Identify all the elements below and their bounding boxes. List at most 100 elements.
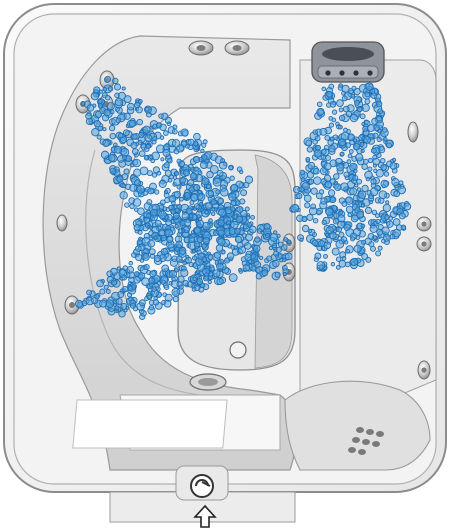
bubble-upper-left-jets: [103, 140, 110, 147]
bubble-waterfall-curtain: [335, 184, 342, 191]
bubble-upper-left-jets: [244, 182, 249, 187]
bubble-lounge-center-jets: [265, 234, 269, 238]
bubble-upper-left-jets: [152, 173, 156, 177]
bubble-waterfall-curtain: [377, 137, 381, 141]
bubble-waterfall-curtain: [360, 142, 364, 146]
bubble-upper-left-jets: [146, 144, 150, 148]
bubble-lounge-center-jets: [278, 242, 283, 247]
bubble-waterfall-curtain: [328, 190, 334, 196]
bubble-waterfall-curtain: [325, 135, 330, 140]
bubble-waterfall-curtain: [358, 107, 362, 111]
bubble-lounge-center-jets: [247, 223, 251, 227]
bubble-lounge-center-jets: [121, 303, 127, 309]
bubble-upper-left-jets: [122, 87, 125, 90]
bubble-lounge-center-jets: [217, 278, 223, 284]
bubble-lounge-center-jets: [239, 270, 243, 274]
bubble-upper-left-jets: [110, 133, 116, 139]
bubble-lounge-center-jets: [218, 209, 225, 216]
bubble-upper-left-jets: [159, 114, 164, 119]
bubble-waterfall-curtain: [365, 207, 371, 213]
bubble-upper-left-jets: [108, 87, 113, 92]
bubble-waterfall-curtain: [387, 221, 393, 227]
bubble-lounge-center-jets: [274, 251, 279, 256]
bubble-upper-left-jets: [194, 167, 198, 171]
bubble-waterfall-curtain: [302, 183, 309, 190]
bubble-lounge-center-jets: [95, 295, 99, 299]
bubble-waterfall-curtain: [379, 198, 384, 203]
bubble-lounge-center-jets: [210, 267, 214, 271]
bubble-waterfall-curtain: [381, 165, 387, 171]
bubble-lounge-center-jets: [231, 245, 235, 249]
bubble-lounge-center-jets: [106, 289, 110, 293]
bubble-upper-left-jets: [153, 167, 159, 173]
bubble-upper-left-jets: [164, 144, 170, 150]
bubble-waterfall-curtain: [339, 211, 342, 214]
bubble-lounge-center-jets: [197, 279, 203, 285]
bubble-lounge-center-jets: [178, 229, 182, 233]
bubble-upper-left-jets: [130, 184, 137, 191]
bubble-lounge-center-jets: [283, 272, 286, 275]
bubble-lounge-center-jets: [229, 274, 237, 282]
bubble-upper-left-jets: [173, 176, 177, 180]
bubble-waterfall-curtain: [301, 178, 305, 182]
bubble-waterfall-curtain: [332, 248, 339, 255]
bubble-waterfall-curtain: [313, 218, 318, 223]
bubble-waterfall-curtain: [357, 211, 364, 218]
bubble-upper-left-jets: [87, 105, 94, 112]
bubble-upper-left-jets: [98, 126, 103, 131]
bubble-upper-left-jets: [211, 212, 215, 216]
bubble-lounge-center-jets: [159, 211, 167, 219]
bubble-lounge-center-jets: [159, 230, 165, 236]
bubble-upper-left-jets: [177, 185, 181, 189]
bubble-upper-left-jets: [160, 200, 165, 205]
bubble-waterfall-curtain: [364, 136, 371, 143]
bubble-waterfall-curtain: [317, 109, 324, 116]
bubble-waterfall-curtain: [332, 110, 336, 114]
bubble-upper-left-jets: [118, 133, 123, 138]
bubble-upper-left-jets: [113, 78, 118, 83]
bubble-waterfall-curtain: [315, 136, 320, 141]
bubble-lounge-center-jets: [284, 238, 288, 242]
bubble-upper-left-jets: [179, 197, 183, 201]
bubble-lounge-center-jets: [164, 285, 169, 290]
bubble-lounge-center-jets: [155, 220, 161, 226]
bubble-lounge-center-jets: [163, 207, 167, 211]
bubble-lounge-center-jets: [135, 246, 141, 252]
bubble-upper-left-jets: [172, 201, 176, 205]
bubble-waterfall-curtain: [339, 115, 344, 120]
bubble-lounge-center-jets: [161, 235, 166, 240]
bubble-upper-left-jets: [103, 128, 106, 131]
bubble-waterfall-curtain: [307, 214, 313, 220]
bubble-upper-left-jets: [124, 113, 130, 119]
bubble-waterfall-curtain: [351, 94, 355, 98]
bubble-lounge-center-jets: [216, 245, 223, 252]
bubble-upper-left-jets: [150, 156, 153, 159]
bubble-upper-left-jets: [98, 104, 102, 108]
bubble-upper-left-jets: [245, 207, 249, 211]
bubble-lounge-center-jets: [253, 245, 260, 252]
bubble-waterfall-curtain: [348, 154, 352, 158]
bubble-waterfall-curtain: [360, 114, 365, 119]
bubble-lounge-center-jets: [202, 257, 207, 262]
bubble-lounge-center-jets: [273, 244, 277, 248]
bubble-upper-left-jets: [104, 109, 110, 115]
bubble-upper-left-jets: [129, 120, 135, 126]
bubble-lounge-center-jets: [166, 220, 172, 226]
bubble-lounge-center-jets: [143, 254, 150, 261]
bubble-upper-left-jets: [147, 200, 152, 205]
bubble-waterfall-curtain: [375, 214, 379, 218]
bubble-lounge-center-jets: [208, 255, 213, 260]
bubble-waterfall-curtain: [342, 96, 347, 101]
bubble-waterfall-curtain: [308, 229, 312, 233]
bubble-upper-left-jets: [117, 176, 123, 182]
bubble-lounge-center-jets: [150, 271, 156, 277]
bubble-waterfall-curtain: [354, 139, 357, 142]
bubble-lounge-center-jets: [255, 237, 260, 242]
bubble-waterfall-curtain: [317, 262, 325, 270]
bubble-lounge-center-jets: [167, 236, 173, 242]
bubble-waterfall-curtain: [324, 175, 330, 181]
bubble-waterfall-curtain: [348, 89, 353, 94]
bubble-waterfall-curtain: [316, 145, 321, 150]
bubble-waterfall-curtain: [390, 163, 397, 170]
jet-icon: [418, 361, 430, 379]
